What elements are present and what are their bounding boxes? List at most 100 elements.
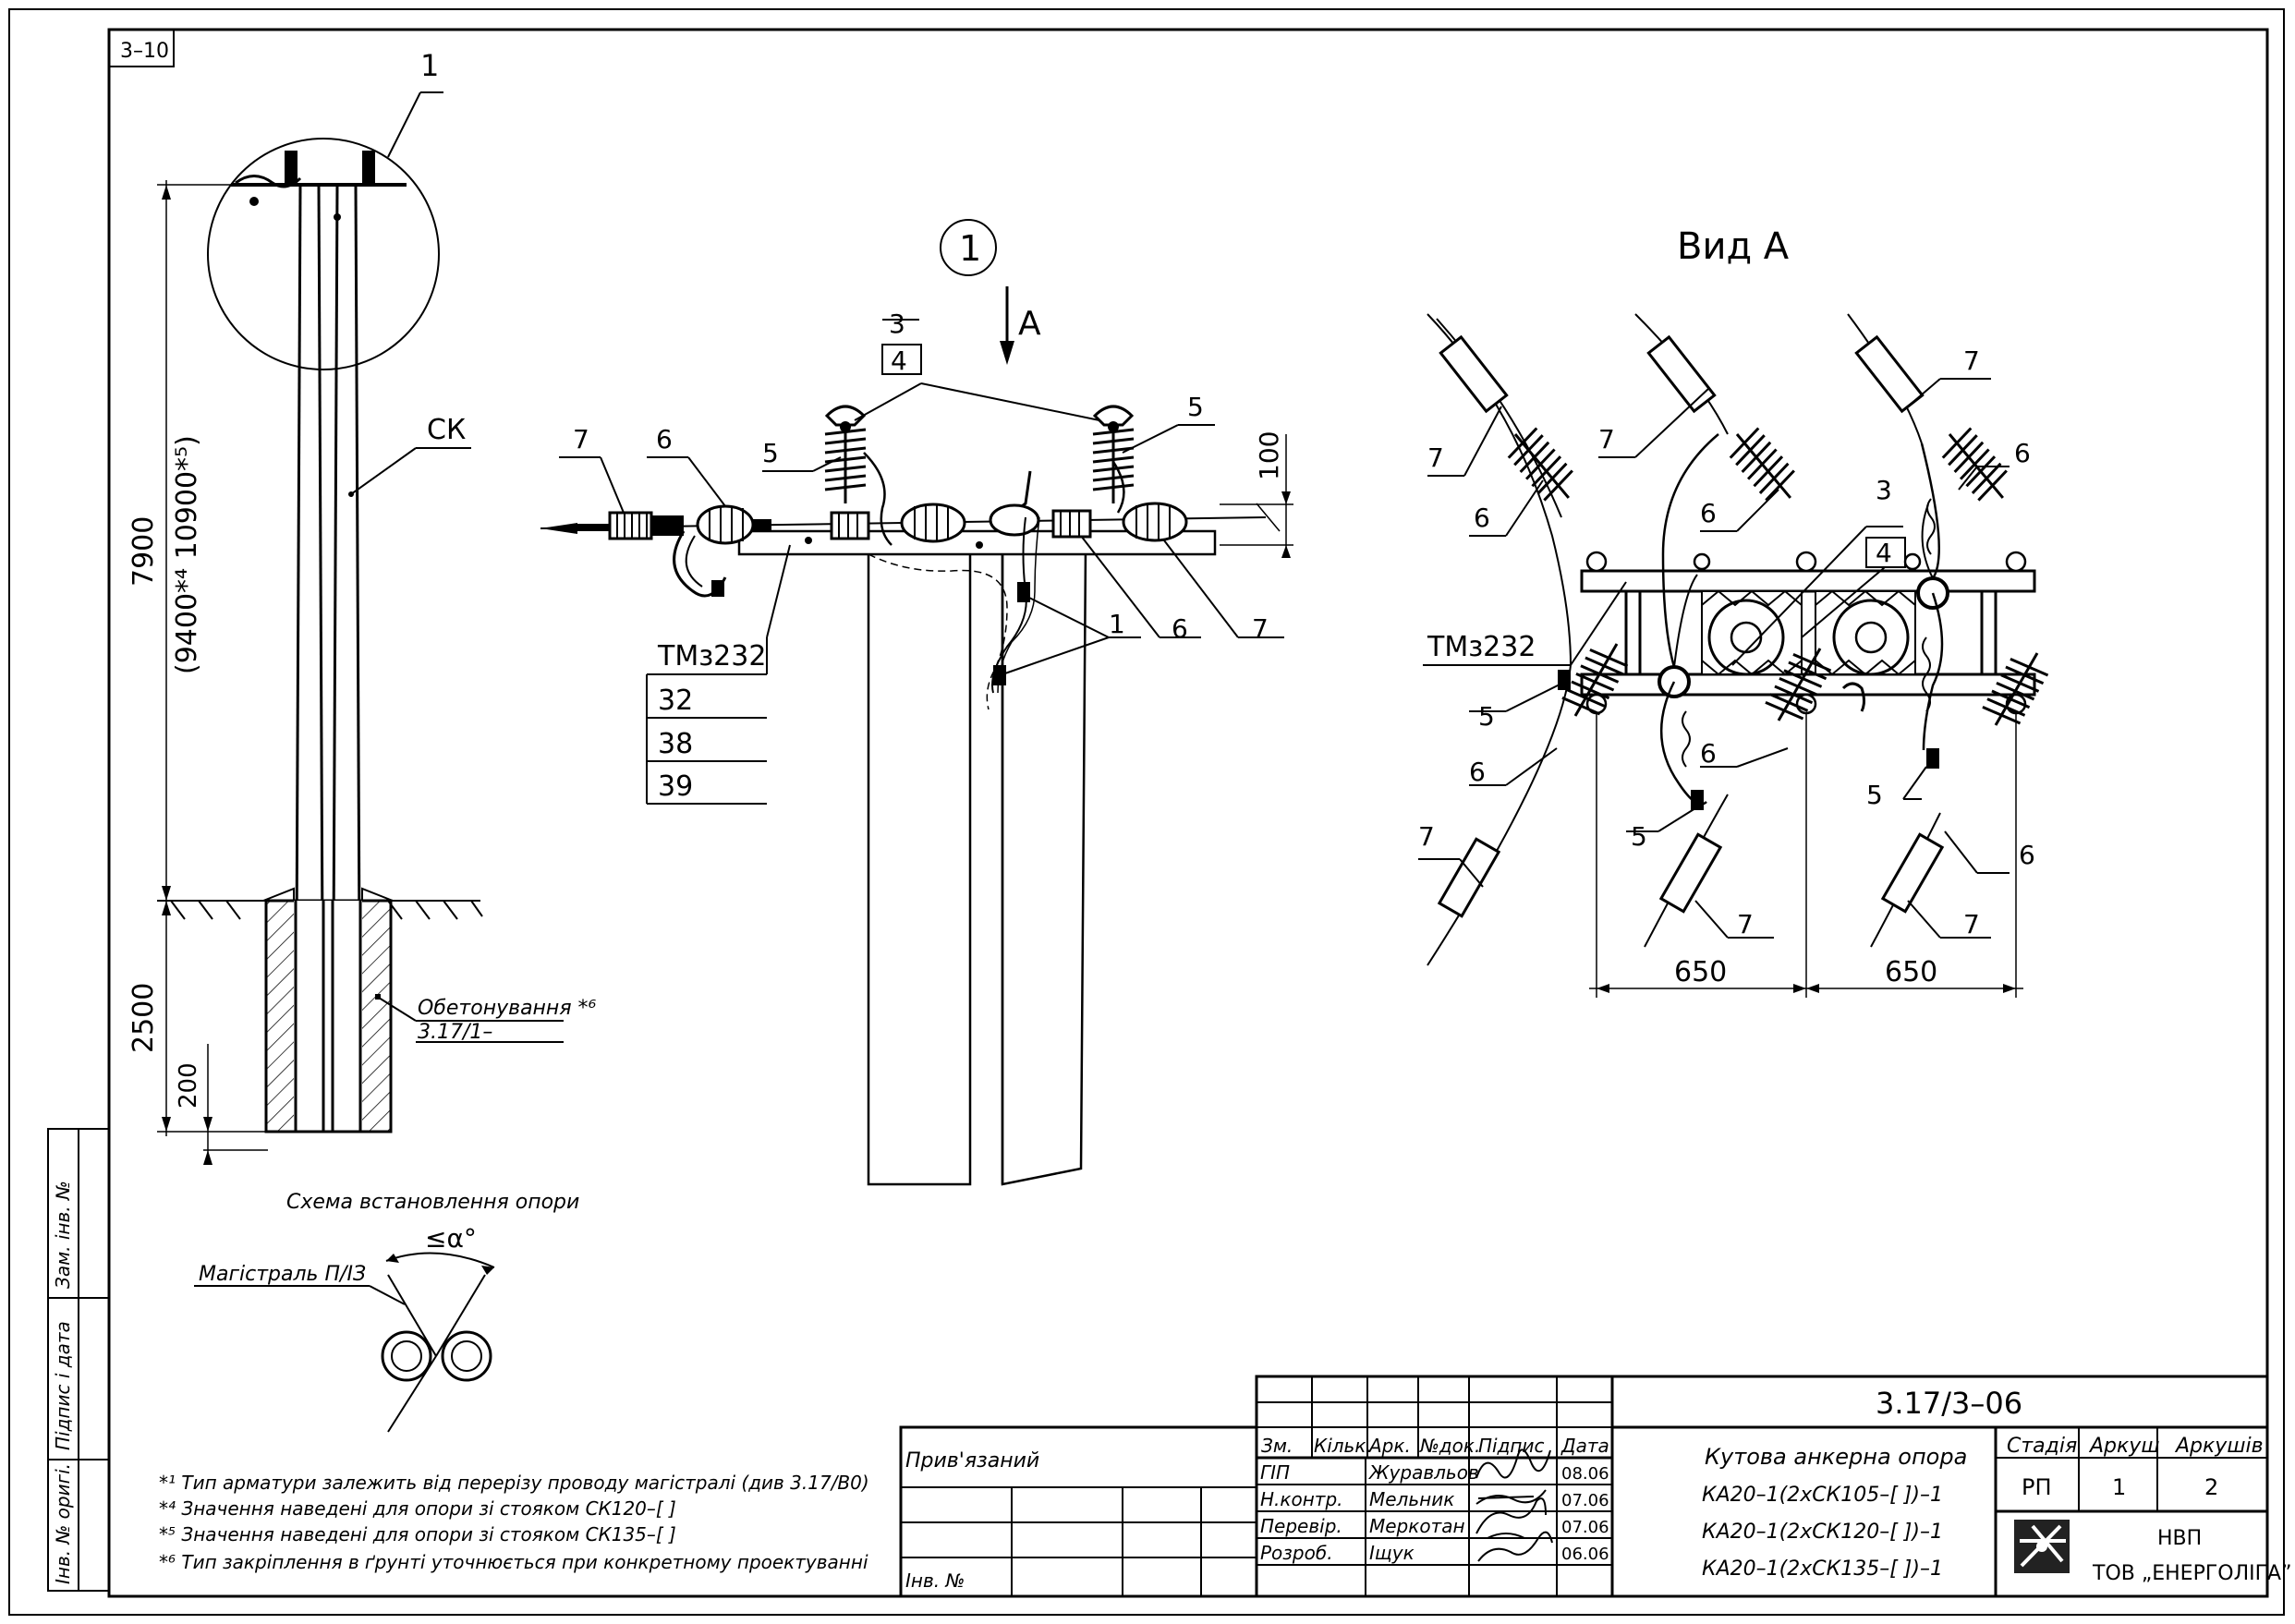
angle-label: ≤α° [425,1223,477,1254]
va-label-6-right: 6 [2019,840,2035,870]
note-1: *¹ Тип арматури залежить від перерізу пр… [159,1472,869,1494]
tb-date-2: 07.06 [1561,1518,1609,1537]
va-label-3: 3 [1876,475,1892,505]
tb-date-0: 08.06 [1561,1464,1609,1484]
va-label-6-d: 6 [1469,757,1486,787]
tb-stage: РП [2022,1474,2052,1500]
tb-org-line2: ТОВ „ЕНЕРГОЛІГА” [2092,1562,2291,1585]
tb-role-1: Н.контр. [1260,1488,1343,1510]
tb-sheet: 1 [2112,1474,2126,1500]
dim-height-alt: (9400*⁴ 10900*⁵) [171,435,203,674]
dim-height: 7900 [128,516,160,587]
tb-stage-header: Стадія [2007,1435,2077,1458]
va-label-7-a: 7 [1427,442,1444,473]
concrete-ref: 3.17/1– [418,1021,492,1044]
tb-role-3: Розроб. [1260,1542,1333,1564]
note-5: *⁵ Значення наведені для опори зі стояко… [159,1523,676,1545]
va-label-5-a: 5 [1478,701,1495,732]
note-4: *⁴ Значення наведені для опори зі стояко… [159,1497,676,1520]
pole-scheme: 1 [128,48,597,1214]
tb-org-line1: НВП [2157,1527,2202,1550]
outer-frame [8,8,2285,1616]
tb-role-0: ГІП [1260,1461,1290,1484]
tb-sheets: 2 [2204,1474,2218,1500]
pole-scheme-caption: Схема встановлення опори [286,1191,579,1214]
d1-label-4: 4 [891,345,907,376]
line-label: Магістраль П/ІЗ [199,1263,366,1286]
va-crossarm-label: ТМз232 [1427,631,1536,663]
d1-dim-100: 100 [1254,431,1284,480]
tb-date-3: 06.06 [1561,1545,1609,1564]
callout-number-1: 1 [420,48,439,83]
title-block: Зм. Кільк. Арк. №док. Підпис Дата ГІП Жу… [1255,1375,2291,1598]
detail-callout-circle [207,138,440,370]
angle-scheme: ≤α° Магістраль П/ІЗ [194,1223,495,1433]
view-arrow-label: A [1018,305,1041,343]
tb-variant-2: КА20–1(2хСК135–[ ])–1 [1702,1557,1943,1581]
side-stamp: Зам. інв. № Підпис і дата Інв. № оригі. [47,1128,110,1592]
signatures [1475,1448,1553,1562]
va-dim-left: 650 [1674,956,1727,988]
stamp-inv-replace: Зам. інв. № [52,1181,74,1289]
d1-crossarm-label: ТМз232 [657,640,766,673]
va-label-6-e: 6 [1700,738,1717,769]
d1-label-3: 3 [889,309,905,339]
org-logo-icon [2014,1520,2070,1573]
d1-label-1: 1 [1109,609,1125,639]
va-label-6-c: 6 [2014,438,2031,468]
d1-label-5-left: 5 [762,438,779,468]
tb-date-1: 07.06 [1561,1491,1609,1510]
tb-h-zm: Зм. [1261,1435,1293,1457]
detail-title: 1 [959,228,981,269]
tb-h-ndok: №док. [1419,1435,1480,1457]
d1-label-7-right: 7 [1252,613,1269,644]
concrete-label: Обетонування *⁶ [418,997,597,1020]
va-label-7-d: 7 [1418,821,1435,852]
binding-block: Прив'язаний Інв. № [899,1425,1258,1598]
tb-name-0: Журавльов [1367,1461,1479,1484]
va-label-7-c: 7 [1963,345,1980,376]
d1-label-7-left: 7 [573,424,589,454]
va-label-6-a: 6 [1474,503,1490,533]
va-label-4: 4 [1876,538,1892,568]
d1-label-6-left: 6 [656,424,673,454]
sheet-label-box [108,29,175,67]
d1-crossarm-item-2: 39 [658,770,693,803]
dim-base: 200 [175,1062,202,1109]
d1-crossarm-item-1: 38 [658,728,693,760]
tb-h-kilk: Кільк. [1314,1435,1372,1457]
tb-doc-code: 3.17/3–06 [1876,1386,2022,1421]
tb-name-3: Іщук [1369,1542,1415,1564]
tb-name-2: Меркотан [1369,1515,1465,1537]
note-6: *⁶ Тип закріплення в ґрунті уточнюється … [159,1551,868,1573]
sheet-label: 3–10 [120,40,169,63]
d1-crossarm-item-0: 32 [658,685,693,717]
va-label-7-f: 7 [1963,909,1980,939]
va-label-7-e: 7 [1737,909,1754,939]
tb-sheets-header: Аркушів [2174,1435,2264,1458]
detail-title-circle [940,219,997,276]
stamp-sign-date: Підпис і дата [52,1321,74,1450]
tb-h-data: Дата [1560,1435,1609,1457]
view-a-crossarm-top [1580,569,2036,593]
tb-variant-0: КА20–1(2хСК105–[ ])–1 [1702,1484,1943,1507]
tb-role-2: Перевір. [1260,1515,1342,1537]
va-label-5-c: 5 [1631,821,1647,852]
view-a-title: Вид А [1677,225,1790,268]
tb-h-pidpys: Підпис [1478,1435,1545,1457]
stamp-inv-orig: Інв. № оригі. [52,1463,74,1584]
detail-1: 1 A [540,219,1293,1186]
dim-depth: 2500 [128,983,160,1053]
tb-sheet-header: Аркуш [2088,1435,2159,1458]
va-dim-right: 650 [1885,956,1937,988]
d1-label-6-right: 6 [1172,613,1188,644]
va-label-5-b: 5 [1866,780,1883,810]
va-label-6-b: 6 [1700,498,1717,528]
tb-name-1: Мельник [1369,1488,1454,1510]
binding-inv-no: Інв. № [905,1569,965,1592]
va-label-7-b: 7 [1598,424,1615,454]
tb-variant-1: КА20–1(2хСК120–[ ])–1 [1702,1521,1943,1544]
d1-label-5-right: 5 [1187,392,1204,422]
tb-doc-title: Кутова анкерна опора [1705,1444,1967,1470]
